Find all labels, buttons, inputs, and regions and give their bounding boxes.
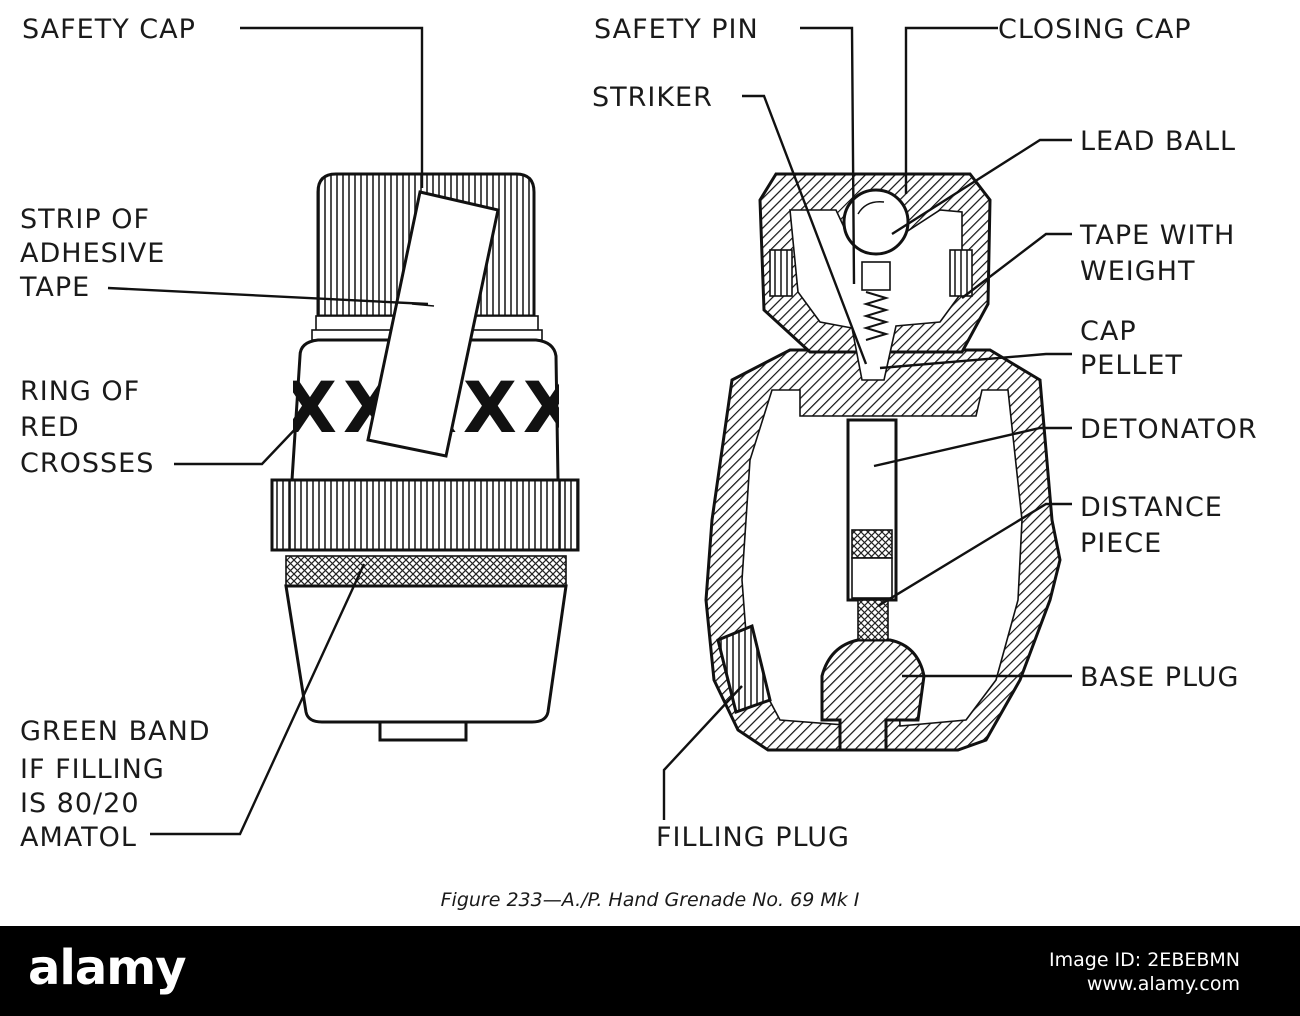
label-distance-piece-2: PIECE [1080,528,1162,559]
label-ring-crosses-2: RED [20,412,80,443]
label-lead-ball: LEAD BALL [1080,126,1236,157]
label-cap-pellet-1: CAP [1080,316,1137,347]
label-ring-crosses-1: RING OF [20,376,140,407]
adhesive-tape-strip [366,190,500,458]
label-strip-tape-1: STRIP OF [20,204,150,235]
label-tape-weight-1: TAPE WITH [1079,220,1235,251]
lead-ball-shape [842,188,910,256]
filling-plug-shape [716,623,772,714]
label-base-plug: BASE PLUG [1080,662,1239,693]
label-detonator: DETONATOR [1080,414,1258,445]
grenade-diagram: XXXXX [19,14,1258,911]
label-green-band-3: IS 80/20 [20,788,140,819]
label-green-band-2: IF FILLING [20,754,165,785]
label-strip-tape-2: ADHESIVE [20,238,165,269]
label-strip-tape-3: TAPE [19,272,90,303]
leader-lines [107,26,1072,836]
striker-spring [862,291,890,341]
label-safety-cap: SAFETY CAP [22,14,196,45]
callout-labels: SAFETY CAP STRIP OF ADHESIVE TAPE RING O… [19,14,1258,911]
label-green-band-4: AMATOL [20,822,137,853]
image-id: Image ID: 2EBEBMN [1049,949,1240,971]
image-id-block: Image ID: 2EBEBMN www.alamy.com [1049,948,1240,996]
label-green-band-1: GREEN BAND [20,716,211,747]
figure-caption: Figure 233—A./P. Hand Grenade No. 69 Mk … [441,889,860,911]
alamy-logo: alamy [28,940,187,996]
label-cap-pellet-2: PELLET [1080,350,1183,381]
label-tape-weight-2: WEIGHT [1080,256,1195,287]
label-distance-piece-1: DISTANCE [1080,492,1223,523]
tape-spool-right [949,249,973,297]
distance-piece-shape [851,529,893,559]
sectional-view [704,172,1062,752]
tape-spool-left [769,249,793,297]
base-stub [378,720,468,742]
grooved-band [270,478,580,552]
label-striker: STRIKER [592,82,713,113]
site-url: www.alamy.com [1086,973,1240,995]
label-safety-pin: SAFETY PIN [594,14,759,45]
label-ring-crosses-3: CROSSES [20,448,154,479]
green-band-shape [285,555,567,587]
base-plug-shape [820,638,926,752]
label-closing-cap: CLOSING CAP [998,14,1192,45]
watermark-footer: alamy Image ID: 2EBEBMN www.alamy.com [0,926,1300,1016]
exterior-view: XXXXX [270,172,580,742]
label-filling-plug: FILLING PLUG [656,822,850,853]
lower-body-shape [284,584,568,724]
